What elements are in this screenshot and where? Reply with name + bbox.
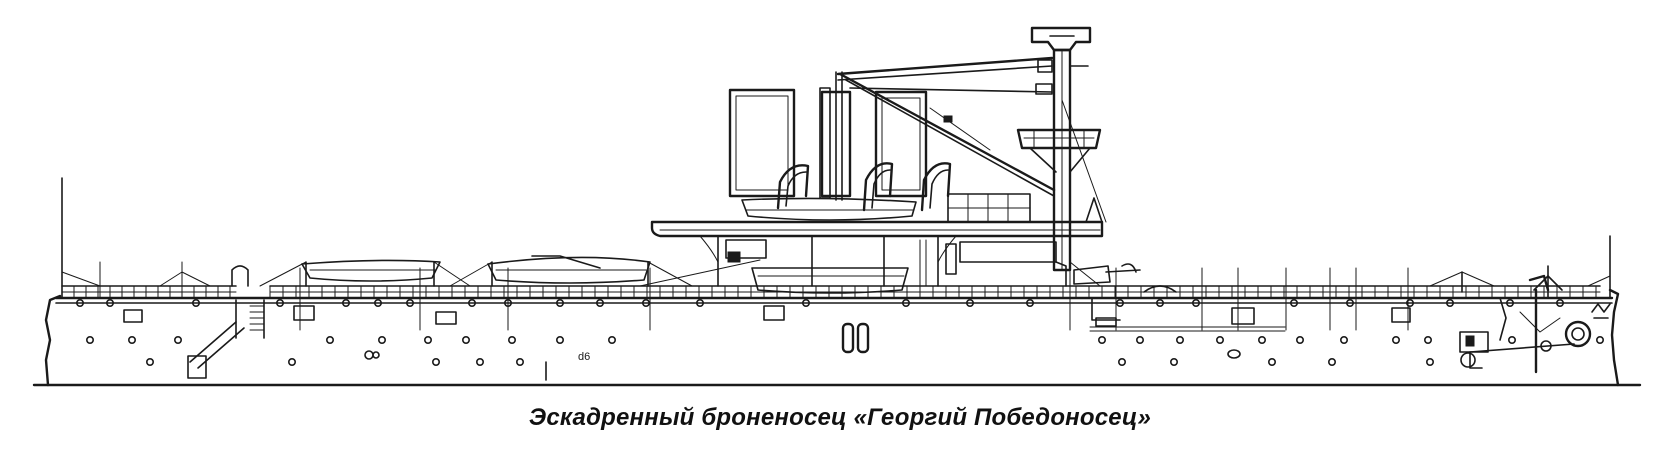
porthole	[901, 298, 910, 307]
porthole	[1446, 298, 1455, 307]
porthole	[1466, 335, 1475, 344]
porthole	[377, 335, 386, 344]
main-mast	[639, 26, 1107, 287]
portholes	[76, 298, 1605, 366]
porthole	[607, 335, 616, 344]
porthole	[1596, 335, 1605, 344]
porthole	[1406, 298, 1415, 307]
porthole	[1098, 335, 1107, 344]
porthole	[373, 298, 382, 307]
porthole	[1508, 335, 1517, 344]
porthole	[555, 298, 564, 307]
porthole	[1170, 357, 1179, 366]
porthole	[515, 357, 524, 366]
porthole	[287, 357, 296, 366]
porthole	[1156, 298, 1165, 307]
porthole	[431, 357, 440, 366]
porthole	[1216, 335, 1225, 344]
porthole	[1290, 298, 1299, 307]
porthole	[507, 335, 516, 344]
porthole	[1192, 298, 1201, 307]
porthole	[1026, 298, 1035, 307]
porthole	[174, 335, 183, 344]
rail-stanchions	[61, 267, 1597, 331]
flagstaffs	[61, 177, 1611, 299]
deck-fittings	[1073, 263, 1177, 293]
porthole	[461, 335, 470, 344]
stern-ladder	[187, 265, 265, 379]
drawing-caption: Эскадренный броненосец «Георгий Победоно…	[528, 404, 1152, 431]
porthole	[341, 298, 350, 307]
porthole	[1346, 298, 1355, 307]
porthole	[695, 298, 704, 307]
porthole	[325, 335, 334, 344]
anchor-gear	[1429, 265, 1611, 374]
ventilator-cowls	[776, 162, 952, 212]
porthole	[965, 298, 974, 307]
porthole	[192, 298, 201, 307]
porthole	[467, 298, 476, 307]
svg-text:d6: d6	[578, 351, 590, 363]
porthole	[106, 298, 115, 307]
porthole	[1116, 298, 1125, 307]
porthole	[146, 357, 155, 366]
porthole	[1424, 335, 1433, 344]
porthole	[76, 298, 85, 307]
porthole	[86, 335, 95, 344]
porthole	[1268, 357, 1277, 366]
aft-boat-2	[449, 255, 693, 287]
porthole	[275, 298, 284, 307]
porthole	[1506, 298, 1515, 307]
porthole	[128, 335, 137, 344]
porthole	[1328, 357, 1337, 366]
flying-deck	[650, 193, 1104, 294]
hull	[32, 288, 1642, 387]
porthole	[801, 298, 810, 307]
porthole	[1258, 335, 1267, 344]
porthole	[405, 298, 414, 307]
porthole	[1118, 357, 1127, 366]
porthole	[475, 357, 484, 366]
deck-railing	[61, 285, 1601, 293]
porthole	[1296, 335, 1305, 344]
porthole	[1136, 335, 1145, 344]
hull-fittings: d6	[123, 297, 1411, 381]
aft-boat-1	[259, 259, 471, 287]
porthole	[423, 335, 432, 344]
porthole	[555, 335, 564, 344]
porthole	[1556, 298, 1565, 307]
porthole	[641, 298, 650, 307]
porthole	[595, 298, 604, 307]
porthole	[1426, 357, 1435, 366]
porthole	[1340, 335, 1349, 344]
porthole	[1392, 335, 1401, 344]
porthole	[1176, 335, 1185, 344]
